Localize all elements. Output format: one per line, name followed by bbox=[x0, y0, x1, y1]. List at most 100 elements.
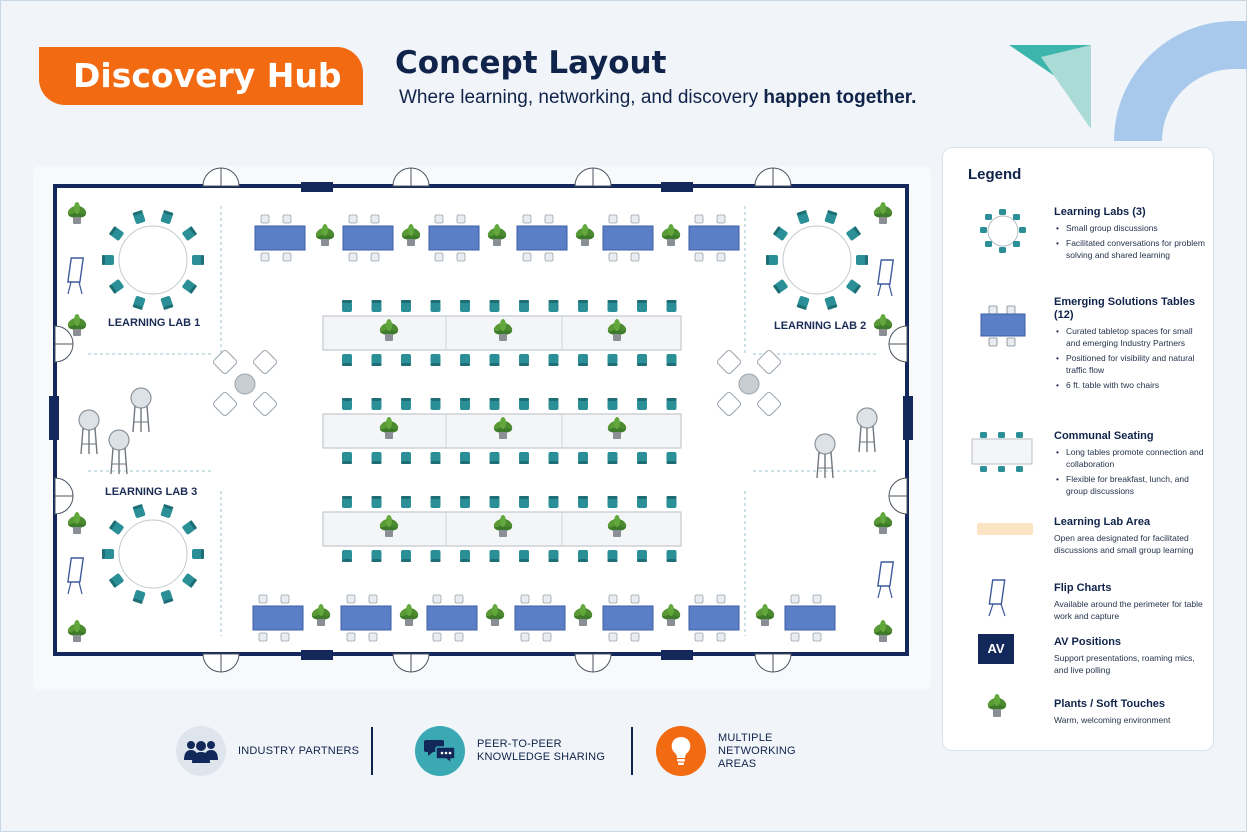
communal-chair bbox=[666, 452, 677, 464]
communal-chair bbox=[519, 300, 529, 312]
round-table bbox=[102, 209, 204, 311]
table-chair bbox=[716, 214, 726, 224]
communal-chair bbox=[401, 452, 411, 464]
emerging-solutions-tables bbox=[252, 214, 836, 642]
emerging-table-icon bbox=[980, 305, 1026, 347]
communal-chair bbox=[401, 496, 411, 508]
round-table bbox=[102, 503, 204, 605]
communal-chair bbox=[489, 300, 500, 312]
table-chair bbox=[434, 214, 444, 224]
communal-chair bbox=[666, 354, 677, 366]
communal-chair bbox=[489, 452, 500, 464]
communal-chair bbox=[371, 452, 382, 464]
deco-arc bbox=[1114, 21, 1247, 141]
flip-chart-icon bbox=[988, 579, 1006, 617]
communal-chair bbox=[430, 496, 441, 508]
table-chair bbox=[346, 594, 356, 604]
communal-chair bbox=[460, 550, 470, 562]
feature-label: MULTIPLE NETWORKING AREAS bbox=[718, 731, 796, 770]
communal-chair bbox=[371, 354, 382, 366]
high-top-stool bbox=[856, 407, 878, 453]
lab-area-swatch bbox=[977, 523, 1033, 535]
communal-chair bbox=[342, 300, 352, 312]
decorative-shapes bbox=[1009, 21, 1247, 141]
table-chair bbox=[454, 632, 464, 642]
emerging-table bbox=[342, 214, 394, 262]
communal-chair bbox=[342, 550, 352, 562]
communal-chair bbox=[342, 354, 352, 366]
table-chair bbox=[716, 594, 726, 604]
communal-chair bbox=[548, 452, 559, 464]
emerging-table bbox=[254, 214, 306, 262]
legend-item-title: Communal Seating bbox=[1054, 430, 1154, 442]
table-chair bbox=[368, 632, 378, 642]
communal-chair bbox=[401, 300, 411, 312]
communal-chair bbox=[371, 550, 382, 562]
communal-chair bbox=[637, 354, 647, 366]
communal-chair bbox=[489, 354, 500, 366]
label-learning-lab-3: LEARNING LAB 3 bbox=[105, 486, 198, 498]
communal-chair bbox=[607, 452, 618, 464]
table-chair bbox=[542, 594, 552, 604]
high-top-stool bbox=[78, 409, 100, 455]
communal-chair bbox=[666, 398, 677, 410]
legend-text-communal-seating: Communal Seating Long tables promote con… bbox=[1054, 430, 1206, 500]
communal-chair bbox=[371, 300, 382, 312]
table-chair bbox=[542, 632, 552, 642]
communal-chair bbox=[430, 300, 441, 312]
door-bottom bbox=[202, 653, 240, 673]
table-chair bbox=[608, 214, 618, 224]
legend-text-plants: Plants / Soft Touches Warm, welcoming en… bbox=[1054, 698, 1206, 726]
legend-panel: Legend Learning Labs (3) Small bbox=[942, 147, 1214, 751]
table-chair bbox=[716, 252, 726, 262]
table-chair bbox=[258, 594, 268, 604]
door-top bbox=[574, 167, 612, 187]
emerging-table bbox=[688, 594, 740, 642]
table-chair bbox=[348, 252, 358, 262]
door-bottom bbox=[392, 653, 430, 673]
communal-chair bbox=[637, 452, 647, 464]
legend-desc: Warm, welcoming environment bbox=[1054, 715, 1171, 725]
lab-chair bbox=[102, 255, 114, 265]
table-chair bbox=[280, 594, 290, 604]
table-chair bbox=[456, 214, 466, 224]
communal-chair bbox=[637, 398, 647, 410]
legend-bullet: Positioned for visibility and natural tr… bbox=[1054, 352, 1206, 376]
legend-text-learning-labs: Learning Labs (3) Small group discussion… bbox=[1054, 206, 1206, 264]
legend-item-title: Plants / Soft Touches bbox=[1054, 698, 1166, 710]
table-chair bbox=[348, 214, 358, 224]
communal-chair bbox=[342, 496, 352, 508]
communal-chair bbox=[401, 398, 411, 410]
table-chair bbox=[544, 214, 554, 224]
table-chair bbox=[716, 632, 726, 642]
communal-chair bbox=[578, 354, 588, 366]
door-bottom bbox=[574, 653, 612, 673]
table-chair bbox=[456, 252, 466, 262]
legend-text-learning-lab-area: Learning Lab Area Open area designated f… bbox=[1054, 516, 1206, 556]
table-chair bbox=[812, 632, 822, 642]
table-chair bbox=[454, 594, 464, 604]
feature-divider bbox=[631, 727, 633, 775]
floor-plan-drawing bbox=[49, 167, 913, 673]
emerging-table bbox=[516, 214, 568, 262]
emerging-table bbox=[252, 594, 304, 642]
communal-chair bbox=[430, 452, 441, 464]
communal-chair bbox=[548, 398, 559, 410]
page-subtitle: Where learning, networking, and discover… bbox=[399, 87, 916, 109]
communal-chair bbox=[489, 496, 500, 508]
communal-chair bbox=[578, 398, 588, 410]
brand-banner: Discovery Hub bbox=[39, 47, 363, 105]
legend-desc: Available around the perimeter for table… bbox=[1054, 599, 1203, 621]
communal-chair bbox=[430, 398, 441, 410]
table-chair bbox=[694, 632, 704, 642]
communal-chair bbox=[607, 354, 618, 366]
feature-networking-areas: MULTIPLE NETWORKING AREAS bbox=[656, 725, 808, 777]
table-chair bbox=[694, 252, 704, 262]
emerging-table bbox=[602, 214, 654, 262]
communal-table bbox=[322, 300, 682, 366]
communal-chair bbox=[342, 452, 352, 464]
subtitle-regular: Where learning, networking, and discover… bbox=[399, 87, 759, 108]
lab-chair bbox=[856, 255, 868, 265]
table-chair bbox=[522, 214, 532, 224]
page-title: Concept Layout bbox=[395, 45, 667, 81]
